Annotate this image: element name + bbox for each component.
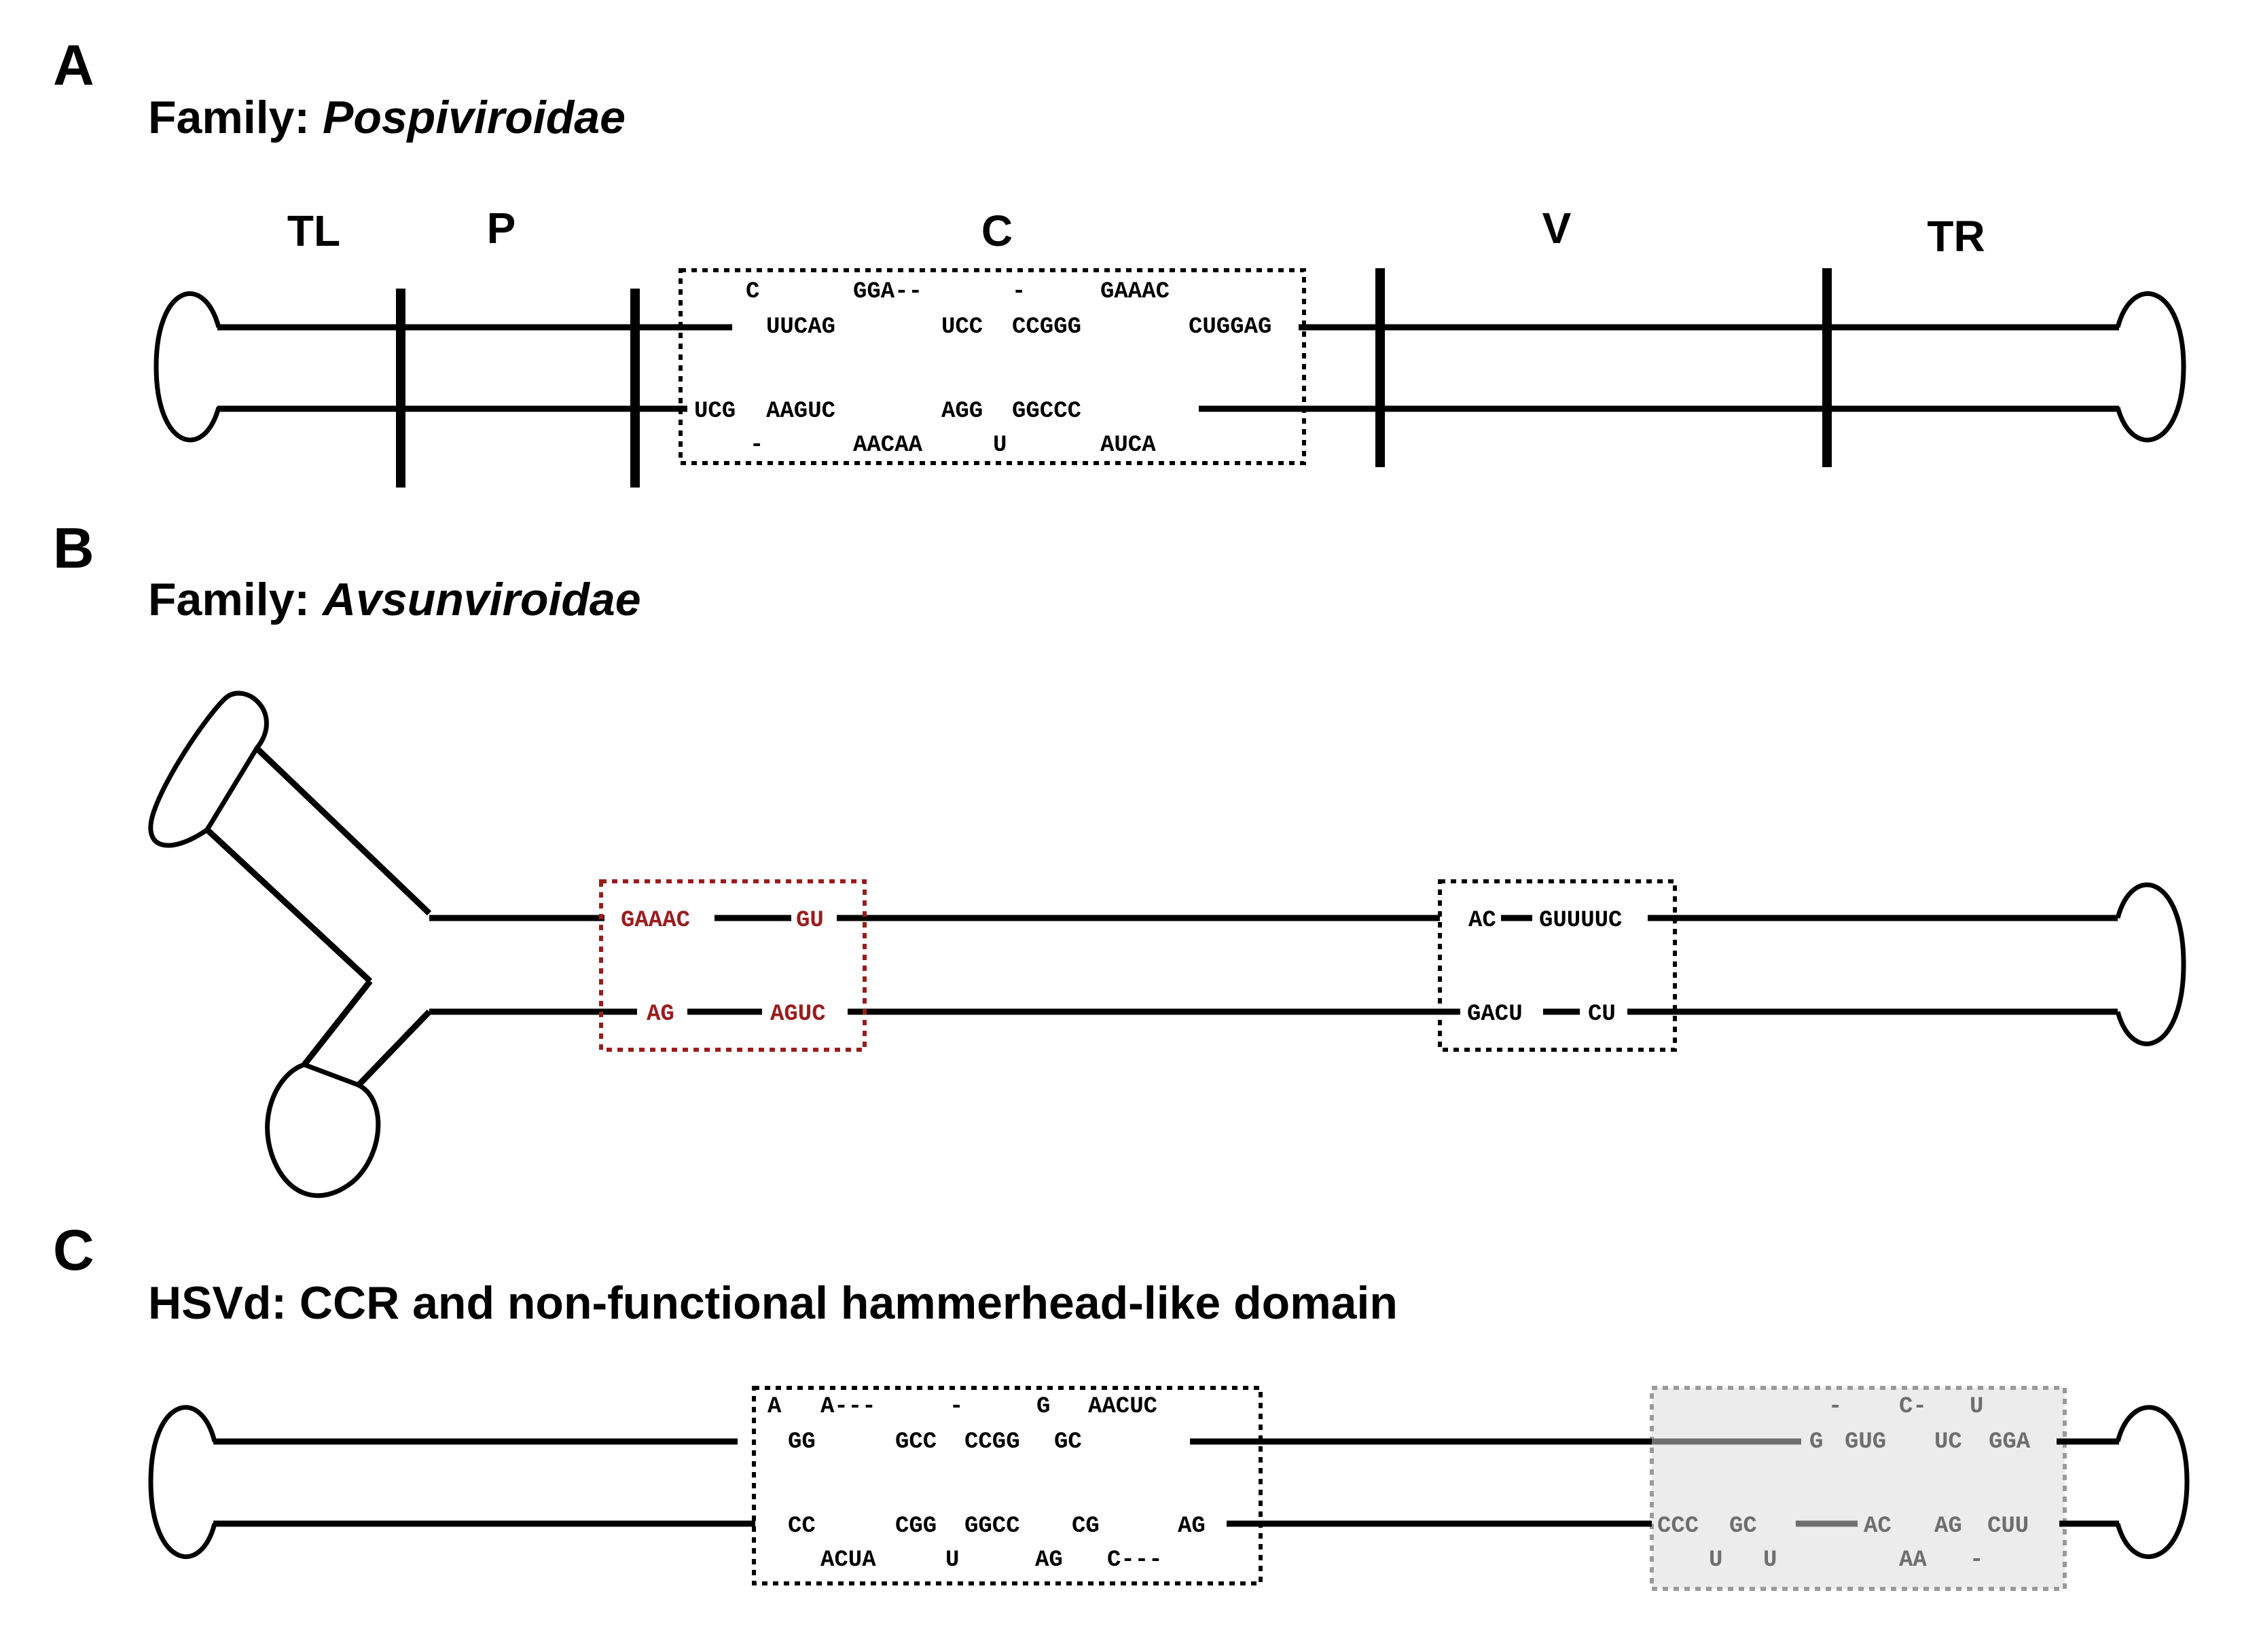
arm-lower-inner [356,1009,432,1088]
ccr-c-sequences: A A--- - G AACUC GG GCC CCGG GC CC CGG G… [767,1394,1206,1573]
terminal-loop-right-b [2115,882,2186,1046]
arm-lower-outer [302,979,373,1067]
black-box-b [1438,879,1677,1052]
seq-h-bottom-paired-4: AG [1934,1513,1962,1539]
ccr-box-a [679,268,1306,465]
seq-c-bottom-unpaired-1: ACUA [820,1547,876,1573]
terminal-loop-left-c [148,1405,217,1560]
seq-a-top-unpaired-2: GGA-- [853,279,922,305]
seq-c-top-paired-1: GG [788,1429,816,1455]
terminal-loop-left [153,291,221,443]
seq-h-bottom-unpaired-1: U [1709,1547,1722,1573]
panel-a-title-prefix: Family: [148,92,323,143]
panel-b: B Family: Avsunviroidae GAAAC GU AG [53,516,2186,1198]
seq-a-bottom-paired-3: AGG [941,399,983,424]
seq-c-bottom-paired-1: CC [788,1513,816,1539]
seq-b-black-bottom-2: CU [1588,1002,1616,1027]
seq-c-top-unpaired-1: A [767,1394,782,1420]
seq-a-bottom-paired-2: AAGUC [766,399,835,424]
seq-c-top-unpaired-5: AACUC [1088,1394,1157,1420]
panel-b-title-family: Avsunviroidae [321,574,641,625]
hammerhead-c-sequences: - C- U G GUG UC GGA CCC GC AC AG CUU U U… [1657,1394,2031,1573]
ccr-box-c [752,1386,1263,1585]
red-box-b [599,879,867,1052]
region-label-p: P [487,204,516,253]
seq-c-top-paired-4: GC [1054,1429,1082,1455]
seq-h-bottom-unpaired-2: U [1763,1547,1777,1573]
seq-h-bottom-paired-3: AC [1864,1513,1892,1539]
seq-c-top-unpaired-3: - [950,1394,963,1420]
seq-h-top-unpaired-1: - [1828,1394,1842,1420]
seq-b-black-top-2: GUUUUC [1539,908,1622,934]
seq-a-bottom-unpaired-4: AUCA [1100,433,1156,458]
panel-b-title-prefix: Family: [148,574,323,625]
seq-h-bottom-unpaired-3: AA [1899,1547,1927,1573]
seq-h-top-paired-3: UC [1934,1429,1962,1455]
seq-c-bottom-paired-3: GGCC [964,1513,1020,1539]
panel-a-title-family: Pospiviroidae [323,92,626,143]
panel-c-letter: C [53,1218,94,1282]
seq-a-bottom-paired-4: GGCCC [1012,399,1081,424]
arm-upper-outer [204,827,373,984]
region-label-c: C [981,206,1013,255]
seq-a-top-unpaired-3: - [1012,279,1026,305]
seq-h-bottom-unpaired-4: - [1970,1547,1983,1573]
seq-a-top-paired-3: CCGGG [1012,314,1081,340]
seq-b-black-top-1: AC [1468,908,1496,934]
seq-a-bottom-unpaired-1: - [750,433,763,458]
seq-a-top-paired-2: UCC [941,314,983,340]
ccr-a-sequences: C GGA-- - GAAAC UUCAG UCC CCGGG CUGGAG U… [694,279,1271,458]
seq-h-bottom-paired-5: CUU [1987,1513,2029,1539]
panel-b-letter: B [53,516,94,580]
seq-a-top-paired-4: CUGGAG [1189,314,1271,340]
seq-a-bottom-unpaired-3: U [993,433,1007,458]
seq-b-red-top-2: GU [796,908,824,934]
seq-b-red-top-1: GAAAC [621,908,690,934]
panel-b-title: Family: Avsunviroidae [148,574,641,625]
seq-h-bottom-paired-2: GC [1729,1513,1757,1539]
hammerhead-box-c [1650,1386,2067,1591]
panel-a: A Family: Pospiviroidae TL P C V TR C GG… [53,33,2186,488]
region-label-tl: TL [287,206,340,255]
seq-c-top-paired-3: CCGG [964,1429,1020,1455]
branched-end-lower-loop [265,1062,381,1198]
terminal-loop-right [2115,291,2186,443]
seq-h-top-paired-2: GUG [1845,1429,1886,1455]
arm-upper-inner [254,746,432,916]
terminal-loop-right-c [2115,1405,2190,1560]
branched-end-upper-loop [148,691,269,848]
seq-h-top-unpaired-2: C- [1899,1394,1927,1420]
panel-c: C HSVd: CCR and non-functional hammerhea… [53,1218,2190,1591]
seq-c-top-unpaired-4: G [1036,1394,1050,1420]
seq-c-bottom-unpaired-3: AG [1035,1547,1063,1573]
seq-h-top-paired-1: G [1809,1429,1823,1455]
seq-c-bottom-unpaired-2: U [945,1547,959,1573]
panel-a-title: Family: Pospiviroidae [148,92,626,143]
seq-b-red-bottom-2: AGUC [770,1002,826,1027]
seq-a-top-paired-1: UUCAG [766,314,835,340]
seq-c-bottom-paired-4: CG [1072,1513,1100,1539]
region-label-v: V [1542,204,1572,253]
region-label-tr: TR [1927,212,1985,261]
seq-a-bottom-paired-1: UCG [694,399,736,424]
seq-b-red-bottom-1: AG [647,1002,674,1027]
seq-b-black-bottom-1: GACU [1467,1002,1523,1027]
seq-a-bottom-unpaired-2: AACAA [853,433,923,458]
panel-a-letter: A [53,33,94,97]
branched-end-arms [204,746,432,1088]
seq-a-top-unpaired-1: C [746,279,759,305]
seq-c-bottom-paired-5: AG [1178,1513,1206,1539]
seq-h-bottom-paired-1: CCC [1657,1513,1699,1539]
panel-c-title: HSVd: CCR and non-functional hammerhead-… [148,1277,1398,1329]
seq-h-top-unpaired-3: U [1970,1394,1983,1420]
seq-c-top-paired-2: GCC [895,1429,937,1455]
seq-c-bottom-paired-2: CGG [895,1513,937,1539]
seq-h-top-paired-4: GGA [1989,1429,2031,1455]
seq-c-top-unpaired-2: A--- [820,1394,876,1420]
seq-c-bottom-unpaired-4: C--- [1107,1547,1163,1573]
seq-a-top-unpaired-4: GAAAC [1100,279,1170,305]
